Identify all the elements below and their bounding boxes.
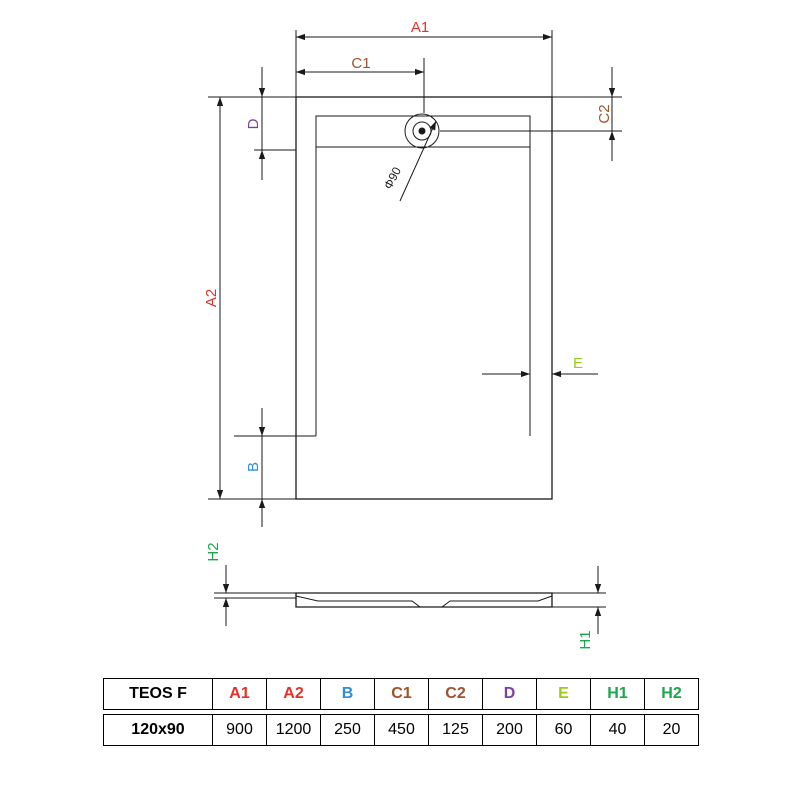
label-a1: A1 — [411, 19, 429, 36]
table-value-a2: 1200 — [266, 714, 321, 746]
table-value-c1: 450 — [374, 714, 429, 746]
table-value-a1: 900 — [212, 714, 267, 746]
table-value-h1: 40 — [590, 714, 645, 746]
table-header-h1: H1 — [590, 678, 645, 710]
label-c1: C1 — [351, 55, 370, 72]
label-c2: C2 — [596, 104, 613, 123]
table-header-b: B — [320, 678, 375, 710]
table-value-e: 60 — [536, 714, 591, 746]
table-model-header: TEOS F — [103, 678, 213, 710]
table-header-e: E — [536, 678, 591, 710]
label-d: D — [245, 118, 262, 129]
table-value-d: 200 — [482, 714, 537, 746]
table-header-c2: C2 — [428, 678, 483, 710]
drain-center — [418, 127, 426, 135]
table-header-d: D — [482, 678, 537, 710]
tray-side-view-slope — [295, 595, 553, 608]
drain-outer-ring — [404, 113, 440, 149]
table-model-value: 120x90 — [103, 714, 213, 746]
label-a2: A2 — [203, 289, 220, 307]
table-value-c2: 125 — [428, 714, 483, 746]
table-header-a2: A2 — [266, 678, 321, 710]
table-header-a1: A1 — [212, 678, 267, 710]
tray-top-view-outline — [295, 96, 553, 500]
label-h2: H2 — [205, 542, 222, 561]
label-h1: H1 — [577, 630, 594, 649]
table-header-h2: H2 — [644, 678, 699, 710]
technical-drawing: A1 C1 C2 D A2 B E H2 H1 Φ90 — [203, 19, 622, 650]
drain-diameter-leader — [399, 120, 437, 202]
label-drain-diameter: Φ90 — [381, 164, 404, 191]
label-b: B — [245, 462, 262, 472]
table-value-b: 250 — [320, 714, 375, 746]
table-header-c1: C1 — [374, 678, 429, 710]
table-value-h2: 20 — [644, 714, 699, 746]
tray-side-view-outline — [295, 592, 553, 608]
label-e: E — [573, 355, 583, 372]
